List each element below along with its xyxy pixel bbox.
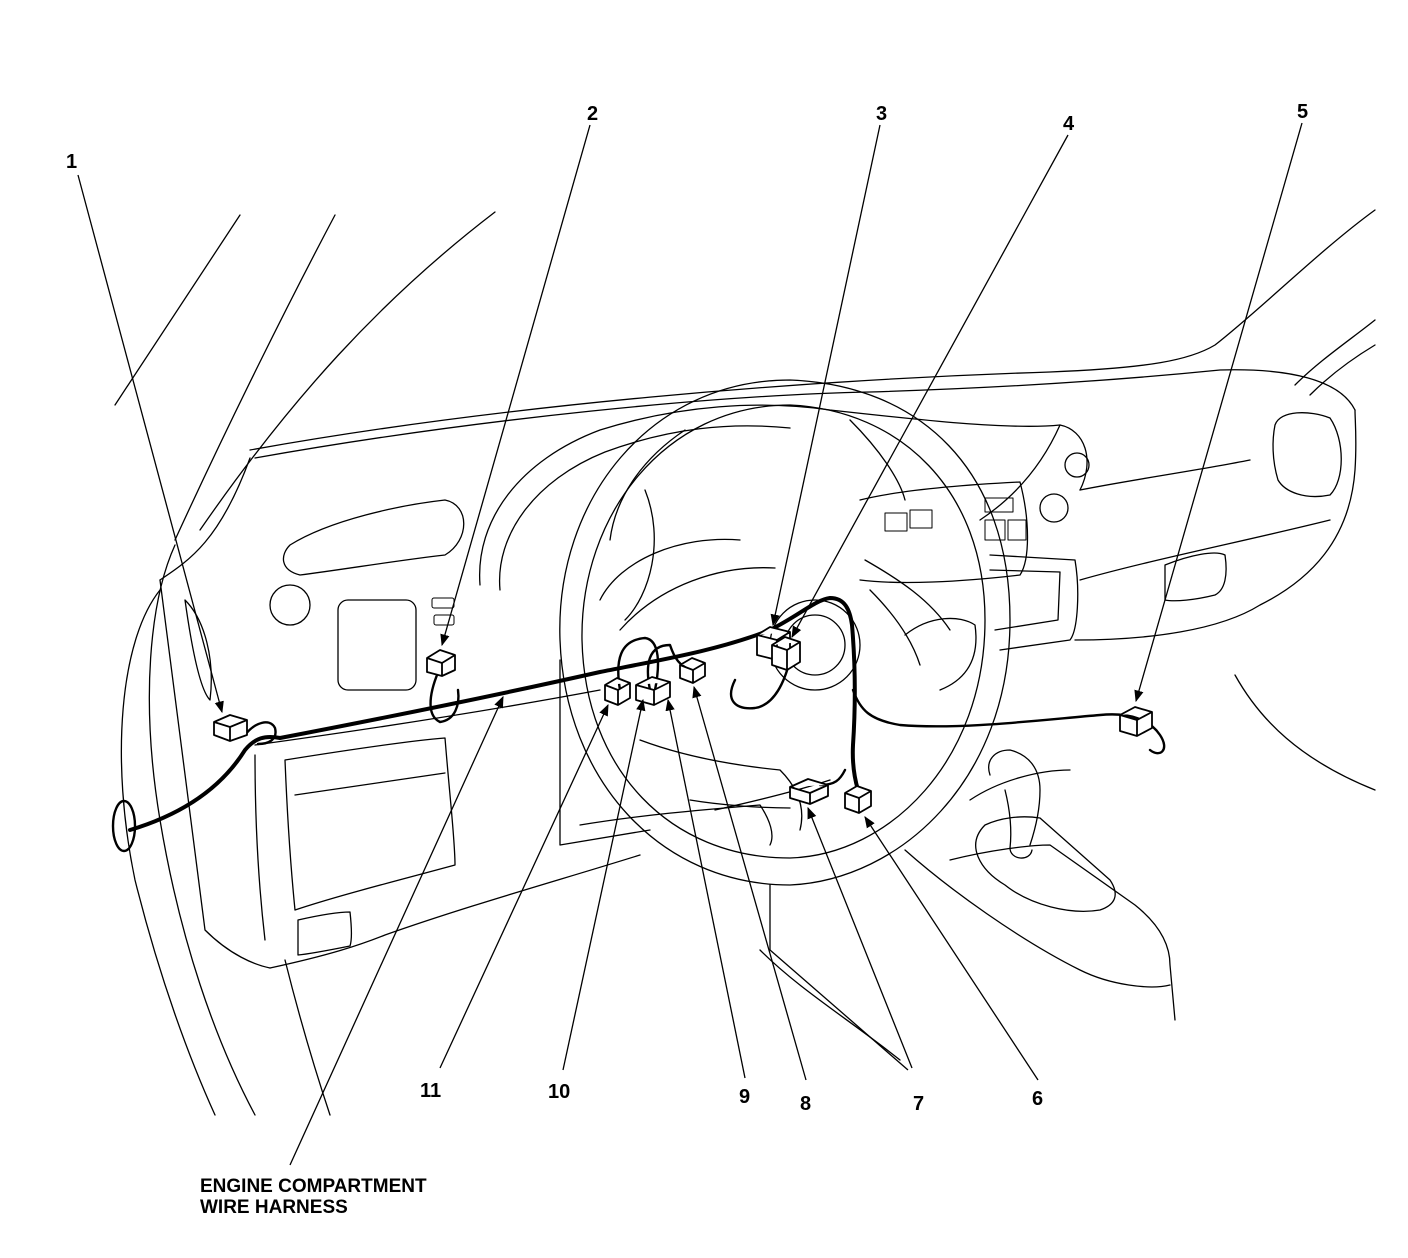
caption-line-1: ENGINE COMPARTMENT	[200, 1176, 427, 1197]
connector-10	[604, 677, 631, 706]
leader-5	[1134, 122, 1303, 703]
connector-9	[635, 676, 671, 706]
connector-7	[789, 778, 829, 805]
callout-3: 3	[876, 103, 887, 125]
caption-line-2: WIRE HARNESS	[200, 1197, 348, 1218]
callout-4: 4	[1063, 113, 1075, 135]
callout-1: 1	[66, 151, 77, 173]
callout-7: 7	[913, 1093, 924, 1115]
dashboard-outline	[114, 209, 1376, 1116]
callout-6: 6	[1032, 1088, 1043, 1110]
leader-harness	[289, 695, 504, 1166]
harness-caption: ENGINE COMPARTMENT WIRE HARNESS	[200, 1176, 427, 1218]
callout-2: 2	[587, 103, 598, 125]
connector-6	[844, 785, 872, 814]
callout-labels: 1 2 3 4 5 6 7 8 9 10 11	[66, 101, 1308, 1115]
leader-lines	[77, 122, 1303, 1166]
leader-7b	[769, 949, 909, 1071]
connector-4	[771, 636, 801, 671]
connector-2	[426, 649, 456, 677]
leader-1	[77, 174, 224, 714]
leader-2	[440, 124, 591, 647]
leader-8	[692, 685, 807, 1081]
steering-wheel	[559, 379, 1011, 886]
leader-11	[439, 703, 609, 1069]
connector-5	[1119, 706, 1153, 737]
wire-harness	[111, 596, 1166, 853]
leader-6	[864, 816, 1039, 1081]
callout-8: 8	[800, 1093, 811, 1115]
callout-11: 11	[420, 1080, 441, 1102]
callout-10: 10	[548, 1081, 570, 1103]
leader-4	[791, 134, 1069, 639]
callout-9: 9	[739, 1086, 750, 1108]
leader-3	[770, 124, 881, 627]
connector-1	[213, 714, 248, 742]
leader-7a	[807, 806, 913, 1069]
leader-9	[665, 698, 746, 1079]
connector-8	[679, 657, 706, 684]
callout-5: 5	[1297, 101, 1308, 123]
leader-10	[562, 698, 646, 1071]
connectors	[213, 626, 1153, 814]
